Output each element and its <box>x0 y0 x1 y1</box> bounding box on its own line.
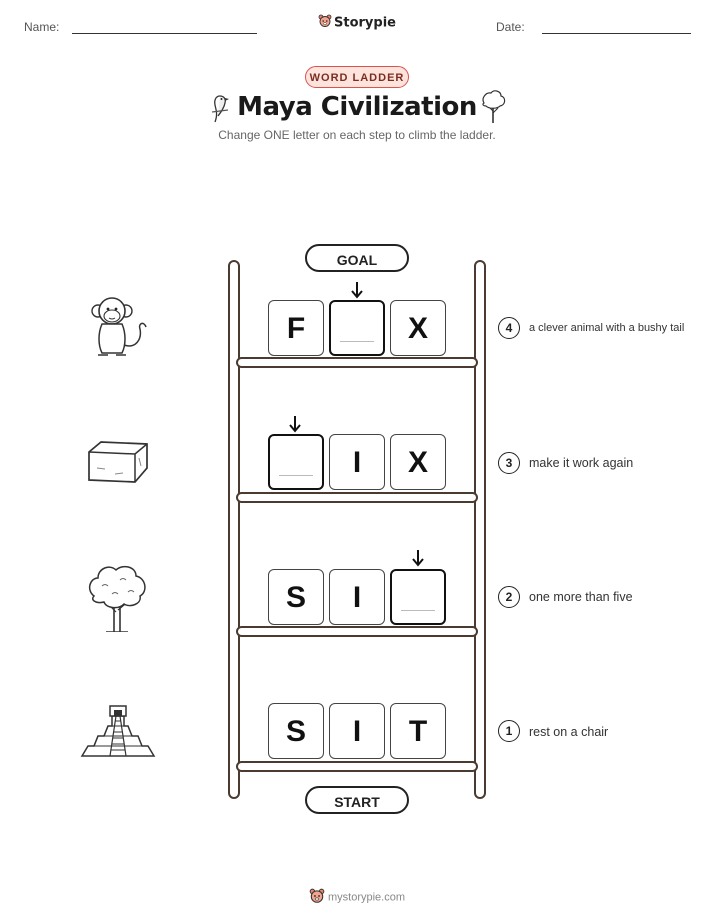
monkey-icon <box>86 293 150 366</box>
step-number: 1 <box>498 720 520 742</box>
bear-mascot-icon <box>318 14 332 32</box>
brand-logo: Storypie <box>0 14 714 32</box>
clue-text: one more than five <box>529 590 633 604</box>
clue-text: make it work again <box>529 456 634 470</box>
letter-tile: X <box>390 434 446 490</box>
blank-letter-tile[interactable] <box>329 300 385 356</box>
brand-name: Storypie <box>334 15 396 31</box>
letter-tile: I <box>329 434 385 490</box>
arrow-down-icon <box>350 281 364 299</box>
date-label: Date: <box>496 20 525 34</box>
bear-mascot-icon <box>309 888 325 907</box>
footer-site: mystorypie.com <box>327 891 406 904</box>
blank-letter-tile[interactable] <box>268 434 324 490</box>
name-label: Name: <box>24 20 60 34</box>
blank-letter-tile[interactable] <box>390 569 446 625</box>
tree-icon <box>86 562 148 637</box>
letter-tile: F <box>268 300 324 356</box>
date-line[interactable] <box>542 33 691 34</box>
goal-badge: GOAL <box>305 244 409 272</box>
letter-tile: T <box>390 703 446 759</box>
letter-tile: I <box>329 569 385 625</box>
footer: mystorypie.com <box>0 888 714 907</box>
name-line[interactable] <box>72 33 257 34</box>
stone-block-icon <box>85 438 151 491</box>
letter-tile: X <box>390 300 446 356</box>
page-title: Maya Civilization <box>237 92 477 122</box>
step-number: 4 <box>498 317 520 339</box>
small-tree-icon <box>479 89 507 128</box>
clue-text: rest on a chair <box>529 725 609 739</box>
arrow-down-icon <box>411 549 425 567</box>
maya-pyramid-icon <box>80 702 156 763</box>
arrow-down-icon <box>288 415 302 433</box>
category-badge: WORD LADDER <box>305 66 409 88</box>
parrot-icon <box>206 90 234 129</box>
step-number: 2 <box>498 586 520 608</box>
start-badge: START <box>305 786 409 814</box>
clue-text: a clever animal with a bushy tail <box>529 322 685 334</box>
letter-tile: S <box>268 703 324 759</box>
instruction-text: Change ONE letter on each step to climb … <box>218 128 496 142</box>
letter-tile: I <box>329 703 385 759</box>
letter-tile: S <box>268 569 324 625</box>
step-number: 3 <box>498 452 520 474</box>
